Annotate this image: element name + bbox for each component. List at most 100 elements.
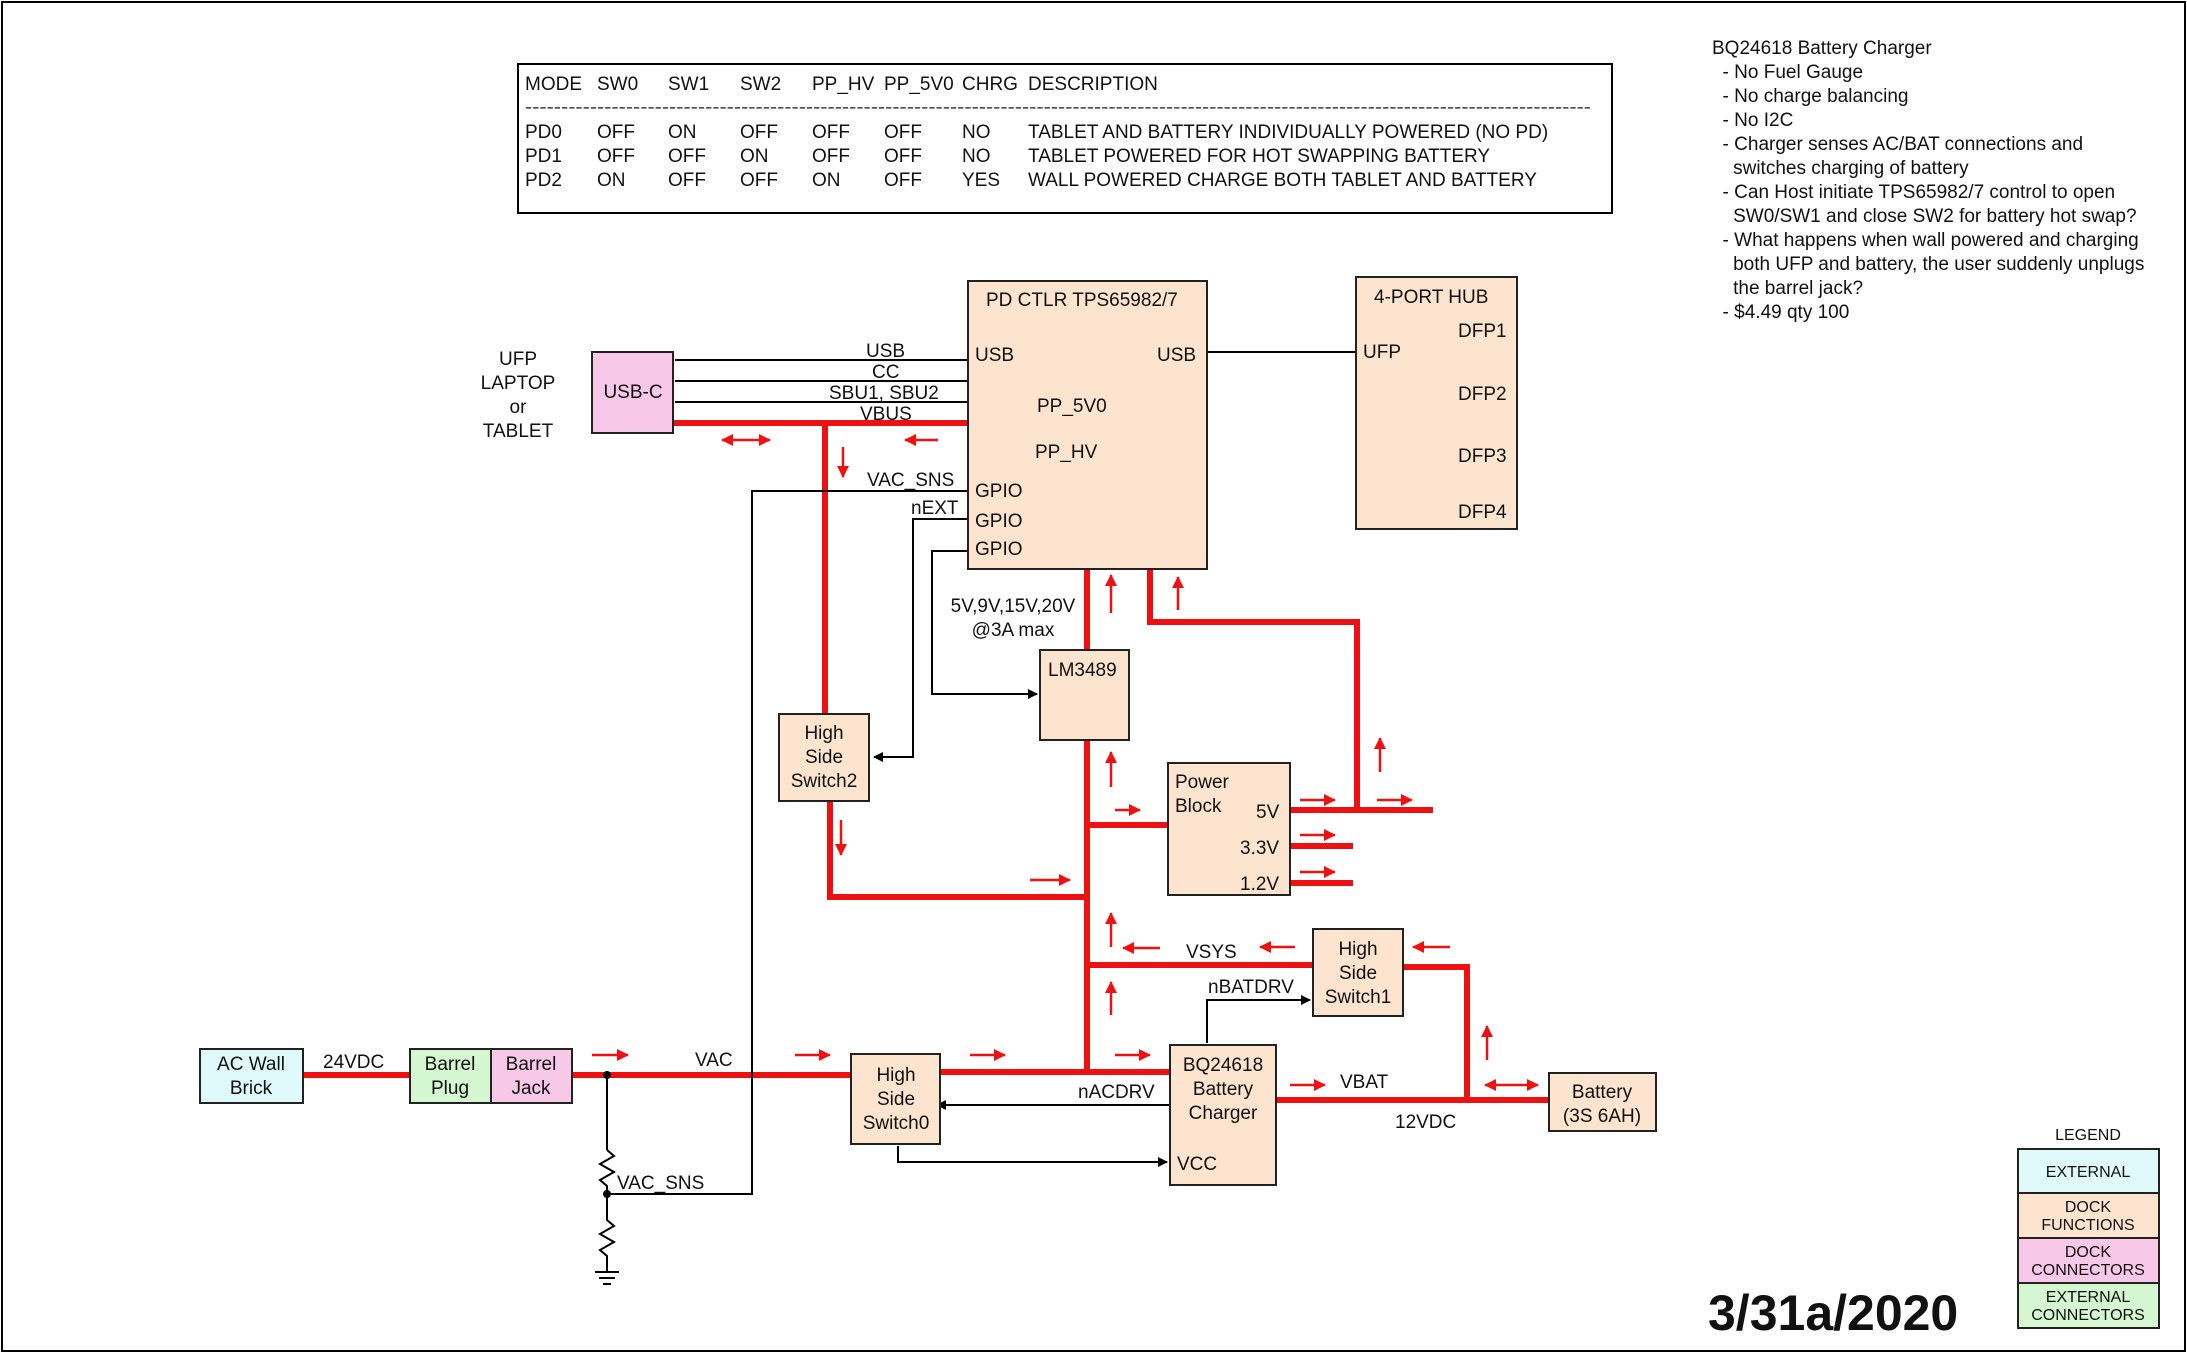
- notes-line: SW0/SW1 and close SW2 for battery hot sw…: [1712, 206, 2137, 227]
- svg-text:WALL POWERED CHARGE BOTH TABLE: WALL POWERED CHARGE BOTH TABLET AND BATT…: [1028, 170, 1537, 191]
- legend-item-dock-connectors: DOCK CONNECTORS: [2017, 1237, 2160, 1284]
- legend-title: LEGEND: [2055, 1127, 2121, 1144]
- svg-text:OFF: OFF: [740, 170, 778, 191]
- ac-wall-brick: AC Wall Brick: [199, 1048, 304, 1104]
- svg-text:Side: Side: [877, 1089, 915, 1110]
- label-vac: VAC: [695, 1050, 733, 1071]
- svg-text:High: High: [804, 723, 843, 744]
- notes-line: - No charge balancing: [1712, 86, 1908, 107]
- svg-text:NO: NO: [962, 146, 991, 167]
- label-vbat: VBAT: [1340, 1072, 1389, 1093]
- svg-text:Block: Block: [1175, 796, 1222, 817]
- pd-gpio-1: GPIO: [975, 481, 1023, 502]
- battery-block: Battery (3S 6AH): [1548, 1072, 1657, 1132]
- label-usb: USB: [866, 341, 905, 362]
- legend-item-dock-functions: DOCK FUNCTIONS: [2017, 1192, 2160, 1239]
- svg-text:High: High: [876, 1065, 915, 1086]
- pd-title: PD CTLR TPS65982/7: [986, 290, 1178, 311]
- col-sw1: SW1: [668, 74, 709, 95]
- col-chrg: CHRG: [962, 74, 1018, 95]
- ufp-label: UFP LAPTOP or TABLET: [481, 349, 556, 442]
- svg-text:3.3V: 3.3V: [1240, 838, 1279, 859]
- date-stamp: 3/31a/2020: [1708, 1285, 1958, 1341]
- svg-text:Switch2: Switch2: [791, 771, 858, 792]
- col-sw2: SW2: [740, 74, 781, 95]
- svg-text:OFF: OFF: [668, 170, 706, 191]
- svg-text:DFP4: DFP4: [1458, 502, 1507, 523]
- svg-text:DFP3: DFP3: [1458, 446, 1507, 467]
- svg-text:CONNECTORS: CONNECTORS: [2031, 1307, 2145, 1324]
- svg-text:1.2V: 1.2V: [1240, 874, 1279, 895]
- label-nbatdrv: nBATDRV: [1208, 977, 1294, 998]
- notes-line: - $4.49 qty 100: [1712, 302, 1849, 323]
- label-next: nEXT: [911, 498, 959, 519]
- svg-text:EXTERNAL: EXTERNAL: [2046, 1289, 2131, 1306]
- barrel-jack: Barrel Jack: [490, 1048, 573, 1104]
- svg-text:Jack: Jack: [511, 1078, 551, 1099]
- svg-text:High: High: [1338, 939, 1377, 960]
- svg-text:DFP2: DFP2: [1458, 384, 1507, 405]
- legend-item-external: EXTERNAL: [2017, 1148, 2160, 1194]
- mode-row-pd0: PD0 OFF ON OFF OFF OFF NO TABLET AND BAT…: [525, 122, 1548, 143]
- svg-text:NO: NO: [962, 122, 991, 143]
- lm3489-block: LM3489: [1039, 649, 1130, 741]
- svg-text:FUNCTIONS: FUNCTIONS: [2041, 1217, 2134, 1234]
- svg-text:5V,9V,15V,20V: 5V,9V,15V,20V: [951, 596, 1076, 617]
- svg-text:OFF: OFF: [884, 146, 922, 167]
- label-vbus: VBUS: [860, 404, 912, 425]
- svg-text:4-PORT HUB: 4-PORT HUB: [1374, 287, 1488, 308]
- high-side-switch1: High Side Switch1: [1312, 928, 1404, 1017]
- mode-table-header: MODE SW0 SW1 SW2 PP_HV PP_5V0 CHRG DESCR…: [525, 74, 1158, 95]
- svg-text:Switch0: Switch0: [863, 1113, 930, 1134]
- svg-text:PD2: PD2: [525, 170, 562, 191]
- notes: BQ24618 Battery Charger - No Fuel Gauge …: [1712, 38, 2144, 323]
- svg-text:ON: ON: [668, 122, 697, 143]
- svg-text:PD1: PD1: [525, 146, 562, 167]
- svg-text:VCC: VCC: [1177, 1154, 1217, 1175]
- high-side-switch0: High Side Switch0: [850, 1053, 941, 1145]
- power-block: Power Block 5V 3.3V 1.2V: [1167, 762, 1291, 896]
- svg-text:DOCK: DOCK: [2065, 1199, 2112, 1216]
- svg-text:ON: ON: [740, 146, 769, 167]
- svg-text:AC Wall: AC Wall: [217, 1054, 285, 1075]
- label-vac-sns-bot: VAC_SNS: [617, 1173, 704, 1194]
- svg-text:Barrel: Barrel: [425, 1054, 476, 1075]
- svg-text:OFF: OFF: [812, 146, 850, 167]
- svg-text:Barrel: Barrel: [506, 1054, 557, 1075]
- label-nacdrv: nACDRV: [1078, 1082, 1155, 1103]
- mode-table-separator: ----------------------------------------…: [525, 99, 1591, 116]
- svg-text:Side: Side: [1339, 963, 1377, 984]
- label-12vdc: 12VDC: [1395, 1112, 1456, 1133]
- svg-text:(3S 6AH): (3S 6AH): [1563, 1106, 1641, 1127]
- svg-text:LAPTOP: LAPTOP: [481, 373, 556, 394]
- high-side-switch2: High Side Switch2: [778, 713, 870, 802]
- pd-usb-left: USB: [975, 345, 1014, 366]
- svg-text:OFF: OFF: [884, 122, 922, 143]
- svg-text:OFF: OFF: [668, 146, 706, 167]
- col-pp5v0: PP_5V0: [884, 74, 954, 95]
- col-desc: DESCRIPTION: [1028, 74, 1158, 95]
- usb-hub: 4-PORT HUB UFP DFP1 DFP2 DFP3 DFP4: [1355, 276, 1518, 530]
- svg-text:ON: ON: [812, 170, 841, 191]
- notes-line: both UFP and battery, the user suddenly …: [1712, 254, 2144, 275]
- pd-controller: PD CTLR TPS65982/7 USB USB PP_5V0 PP_HV …: [967, 280, 1208, 570]
- svg-text:TABLET POWERED FOR HOT SWAPPIN: TABLET POWERED FOR HOT SWAPPING BATTERY: [1028, 146, 1490, 167]
- svg-text:Switch1: Switch1: [1325, 987, 1392, 1008]
- col-pphv: PP_HV: [812, 74, 875, 95]
- label-sbu: SBU1, SBU2: [829, 383, 939, 404]
- svg-text:Battery: Battery: [1193, 1079, 1254, 1100]
- label-vac-sns-top: VAC_SNS: [867, 470, 954, 491]
- svg-text:OFF: OFF: [597, 122, 635, 143]
- col-sw0: SW0: [597, 74, 638, 95]
- svg-text:ON: ON: [597, 170, 626, 191]
- notes-line: - Charger senses AC/BAT connections and: [1712, 134, 2083, 155]
- svg-text:PD0: PD0: [525, 122, 562, 143]
- label-cc: CC: [872, 362, 899, 383]
- notes-line: switches charging of battery: [1712, 158, 1969, 179]
- barrel-plug: Barrel Plug: [409, 1048, 492, 1104]
- mode-row-pd2: PD2 ON OFF OFF ON OFF YES WALL POWERED C…: [525, 170, 1537, 191]
- pd-gpio-2: GPIO: [975, 511, 1023, 532]
- svg-text:BQ24618: BQ24618: [1183, 1055, 1263, 1076]
